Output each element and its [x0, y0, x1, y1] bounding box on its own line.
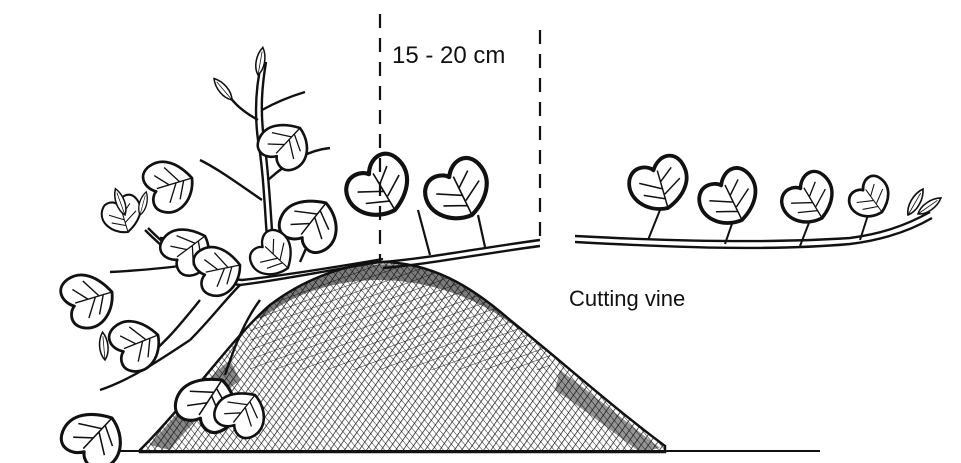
- cutting-vine-label: Cutting vine: [569, 286, 685, 312]
- measurement-label: 15 - 20 cm: [392, 42, 505, 70]
- cutting-vine: [575, 148, 943, 248]
- cut-section-vine: [338, 145, 540, 268]
